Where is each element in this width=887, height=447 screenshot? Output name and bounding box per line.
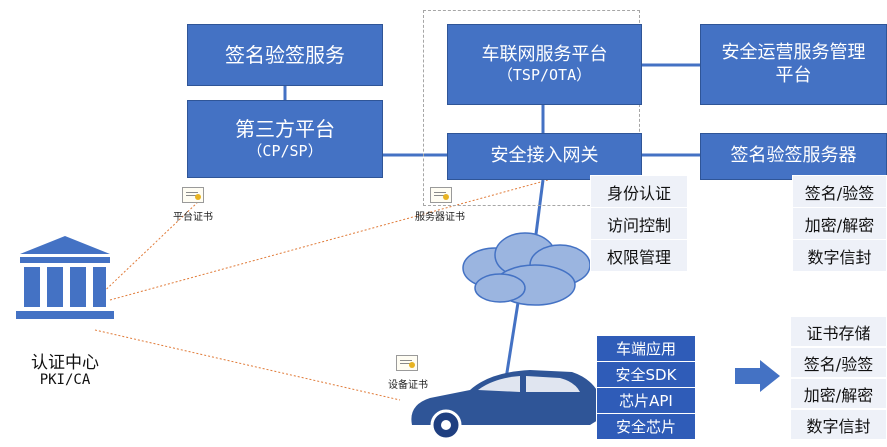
sign-verify-server-box: 签名验签服务器 xyxy=(700,133,887,180)
gateway-feature-identity: 身份认证 xyxy=(590,175,688,208)
vehicle-stack-app: 车端应用 xyxy=(596,335,696,362)
vehicle-stack-label: 安全芯片 xyxy=(615,418,676,436)
gateway-feature-label: 权限管理 xyxy=(606,247,671,267)
server-feature-label: 签名/验签 xyxy=(804,183,875,203)
third-party-sub: （CP/SP） xyxy=(247,142,323,161)
vehicle-stack-api: 芯片API xyxy=(596,387,696,414)
ca-platform-cert-line xyxy=(94,199,201,301)
security-ops-line2: 平台 xyxy=(775,64,812,86)
vehicle-stack-label: 芯片API xyxy=(619,392,673,410)
server-cert-label: 服务器证书 xyxy=(415,212,465,223)
server-feature-sign: 签名/验签 xyxy=(792,175,887,208)
network-cloud xyxy=(462,232,591,306)
security-gateway-label: 安全接入网关 xyxy=(490,145,599,167)
vehicle-stack-chip: 安全芯片 xyxy=(596,413,696,440)
server-feature-label: 数字信封 xyxy=(807,247,872,267)
ca-building-icon xyxy=(16,236,114,319)
platform-cert-label: 平台证书 xyxy=(173,212,213,223)
vehicle-arrow xyxy=(735,360,780,392)
ca-sub: PKI/CA xyxy=(39,372,91,388)
ca-title: 认证中心 xyxy=(31,353,99,373)
vehicle-feature-label: 签名/验签 xyxy=(803,354,874,374)
server-cert-icon xyxy=(430,187,452,203)
vehicle-feature-label: 数字信封 xyxy=(806,416,871,436)
sign-verify-service-label: 签名验签服务 xyxy=(225,42,345,67)
vehicle-feature-envelope: 数字信封 xyxy=(790,409,887,440)
third-party-platform-box: 第三方平台 （CP/SP） xyxy=(187,100,383,178)
device-cert-label: 设备证书 xyxy=(388,380,428,391)
vehicle-feature-encrypt: 加密/解密 xyxy=(790,378,887,409)
tsp-platform-box: 车联网服务平台 （TSP/OTA） xyxy=(447,24,642,105)
platform-cert-icon xyxy=(182,187,204,203)
gateway-feature-access: 访问控制 xyxy=(590,207,688,240)
ca-device-cert-line xyxy=(94,329,401,401)
vehicle-stack-sdk: 安全SDK xyxy=(596,361,696,388)
vehicle-feature-label: 加密/解密 xyxy=(803,385,874,405)
gateway-feature-permission: 权限管理 xyxy=(590,239,688,272)
platform-dashed-frame xyxy=(423,10,640,206)
tsp-sub: （TSP/OTA） xyxy=(497,66,592,85)
server-feature-encrypt: 加密/解密 xyxy=(792,207,887,240)
server-feature-label: 加密/解密 xyxy=(804,215,875,235)
vehicle-stack-label: 安全SDK xyxy=(615,366,677,384)
gateway-feature-label: 身份认证 xyxy=(606,183,671,203)
security-ops-line1: 安全运营服务管理 xyxy=(721,42,866,63)
tsp-title: 车联网服务平台 xyxy=(481,43,608,65)
vehicle-stack-label: 车端应用 xyxy=(615,340,676,358)
vehicle-feature-cert-storage: 证书存储 xyxy=(790,316,887,347)
gateway-feature-label: 访问控制 xyxy=(606,215,671,235)
vehicle-feature-label: 证书存储 xyxy=(806,323,871,343)
security-gateway-box: 安全接入网关 xyxy=(447,133,642,180)
sign-verify-service-box: 签名验签服务 xyxy=(187,24,383,86)
cloud-to-car-line xyxy=(503,289,522,386)
security-ops-platform-box: 安全运营服务管理 平台 xyxy=(700,24,887,105)
third-party-title: 第三方平台 xyxy=(235,117,335,142)
vehicle-car xyxy=(411,370,598,441)
device-cert-icon xyxy=(396,355,418,371)
vehicle-feature-sign: 签名/验签 xyxy=(790,347,887,378)
sign-verify-server-label: 签名验签服务器 xyxy=(730,145,857,167)
server-feature-envelope: 数字信封 xyxy=(792,239,887,272)
